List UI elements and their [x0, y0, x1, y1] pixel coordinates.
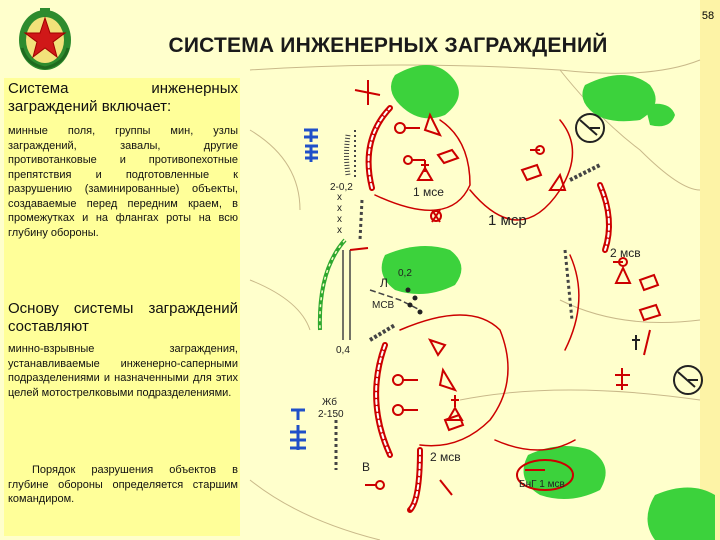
label-distance-4: 2-150 [318, 409, 344, 420]
emblem-logo [19, 8, 71, 70]
paragraph-destruction-order: Порядок разрушения объектов в глубине об… [8, 464, 238, 505]
heading-system: Система инженерных заграждений включает: [8, 80, 238, 115]
weapon-symbols [349, 80, 662, 496]
label-v: В [362, 460, 371, 474]
own-forces-symbols [290, 128, 318, 450]
label-1-msr: 1 мср [488, 212, 527, 229]
contour-lines [249, 59, 701, 540]
label-distance-2: 0,2 [398, 268, 412, 279]
label-wire-marks: х х х х [337, 192, 342, 236]
wire-obstacle [317, 238, 347, 331]
trench-lines [365, 105, 612, 513]
label-1-mse: 1 мсе [413, 185, 444, 199]
paragraph-basis: минно-взрывные заграждения, устанавливае… [8, 343, 238, 399]
heading-basis: Основу системы заграждений составляют [8, 300, 238, 335]
slide-edge [700, 0, 720, 540]
label-mcv: МСВ [372, 300, 395, 311]
label-l: Л [380, 276, 388, 290]
label-2-mse-bottom: 2 мсв [430, 450, 461, 464]
label-distance-1: 2-0,2 [330, 182, 353, 193]
reference-points [575, 113, 703, 395]
vegetation [381, 65, 715, 540]
page-title: СИСТЕМА ИНЖЕНЕРНЫХ ЗАГРАЖДЕНИЙ [168, 34, 608, 57]
page-number: 58 [701, 10, 715, 22]
label-bng: БнГ 1 мсв [519, 479, 565, 490]
label-zhb: Жб [322, 397, 337, 408]
text-panel: Система инженерных заграждений включает:… [4, 78, 240, 536]
barrier-lines [334, 130, 601, 470]
label-2-mse-right: 2 мсв [610, 246, 641, 260]
label-distance-3: 0,4 [336, 345, 350, 356]
paragraph-components: минные поля, группы мин, узлы заграждени… [8, 125, 238, 239]
mine-marks [405, 287, 423, 315]
